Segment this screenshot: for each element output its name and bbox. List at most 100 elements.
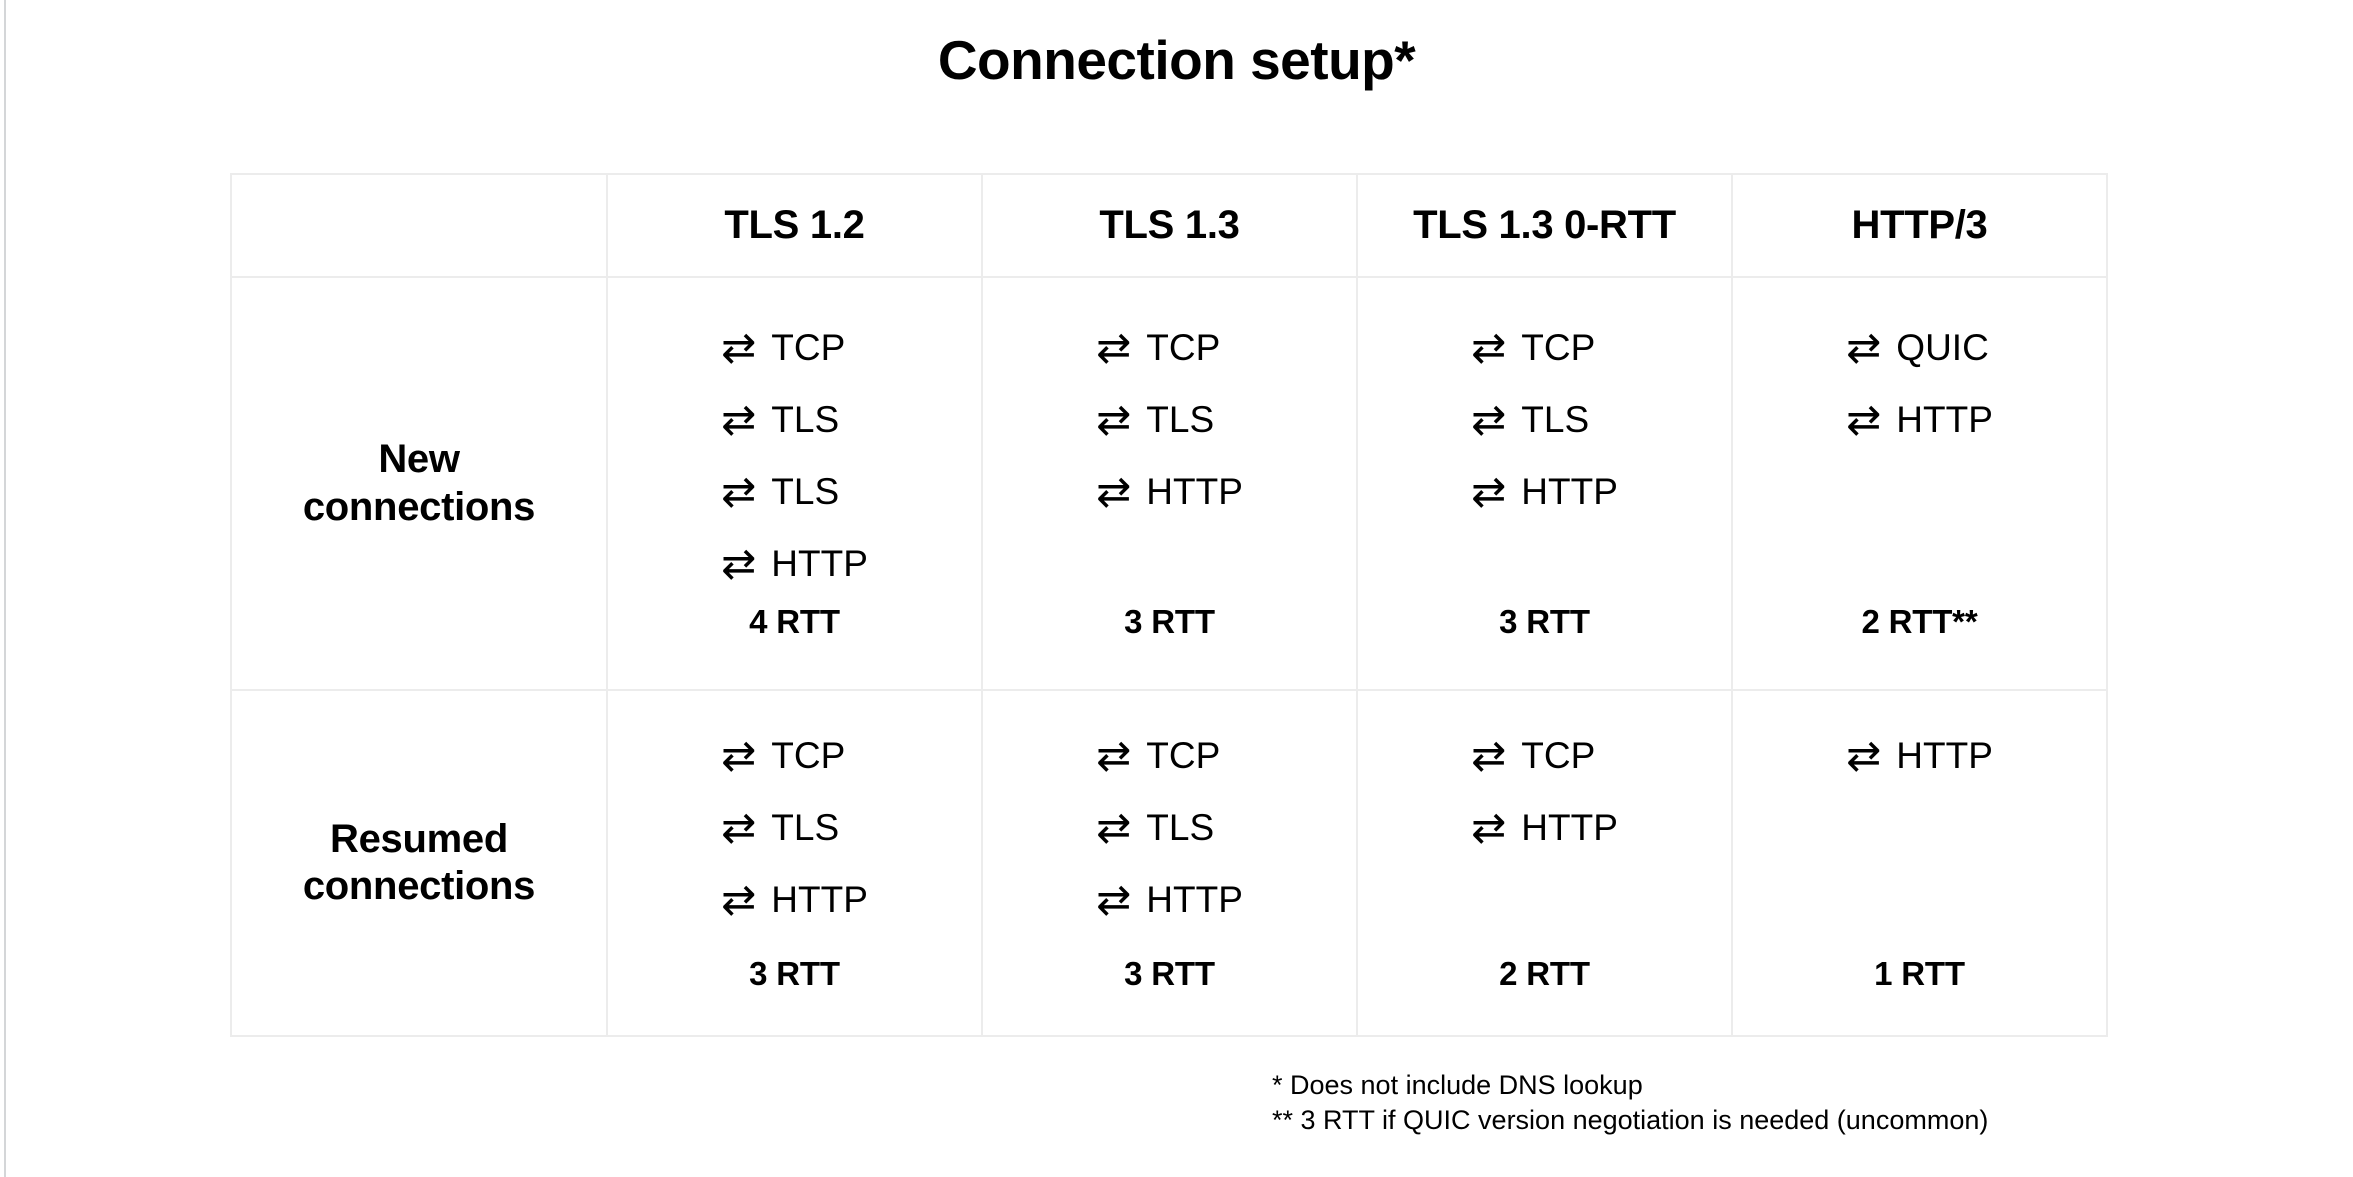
bidirectional-exchange-icon: ⇄: [721, 803, 757, 852]
rtt-total: 4 RTT: [749, 603, 840, 640]
protocol-label: HTTP: [1896, 735, 1993, 776]
connection-setup-table-container: TLS 1.2 TLS 1.3 TLS 1.3 0-RTT HTTP/3 New…: [230, 173, 2108, 1037]
cell-resumed-tls13: ⇄ TCP ⇄ TLS ⇄ HTTP 3: [981, 689, 1358, 1037]
protocol-label: HTTP: [1521, 807, 1618, 848]
rtt-total: 2 RTT**: [1861, 603, 1978, 640]
rtt-total: 2 RTT: [1499, 955, 1590, 992]
protocol-label: TLS: [771, 807, 840, 848]
row-label-line-1: New: [378, 437, 460, 482]
bidirectional-exchange-icon: ⇄: [1096, 395, 1132, 444]
rtt-total: 3 RTT: [1499, 603, 1590, 640]
protocol-label: HTTP: [1146, 879, 1243, 920]
row-label-line-2: connections: [302, 864, 536, 908]
protocol-step: ⇄ TLS: [1096, 792, 1214, 864]
protocol-step: ⇄ TCP: [1471, 312, 1595, 384]
protocol-step: ⇄ TLS: [1096, 384, 1214, 456]
cell-new-tls12: ⇄ TCP ⇄ TLS ⇄ TLS: [606, 276, 983, 691]
protocol-label: TLS: [771, 399, 840, 440]
column-header-tls12: TLS 1.2: [606, 173, 983, 278]
protocol-label: TCP: [1146, 735, 1221, 776]
footnote-single-asterisk: * Does not include DNS lookup: [1272, 1070, 1643, 1100]
row-label-new-connections: New connections: [230, 276, 608, 691]
protocol-step: ⇄ HTTP: [1471, 792, 1618, 864]
protocol-step: ⇄ TCP: [721, 720, 845, 792]
protocol-step: ⇄ TLS: [721, 792, 839, 864]
bidirectional-exchange-icon: ⇄: [1096, 467, 1132, 516]
protocol-step: ⇄ HTTP: [721, 528, 868, 600]
protocol-step: ⇄ HTTP: [1846, 384, 1993, 456]
protocol-label: QUIC: [1896, 327, 1989, 368]
protocol-step: ⇄ TLS: [721, 456, 839, 528]
bidirectional-exchange-icon: ⇄: [721, 731, 757, 780]
protocol-step: ⇄ TCP: [1096, 720, 1220, 792]
protocol-label: HTTP: [1896, 399, 1993, 440]
protocol-step: ⇄ HTTP: [1846, 720, 1993, 792]
protocol-step: ⇄ TLS: [721, 384, 839, 456]
bidirectional-exchange-icon: ⇄: [1096, 875, 1132, 924]
protocol-label: HTTP: [1146, 471, 1243, 512]
bidirectional-exchange-icon: ⇄: [1471, 731, 1507, 780]
protocol-label: TLS: [1146, 807, 1215, 848]
table-header-row: TLS 1.2 TLS 1.3 TLS 1.3 0-RTT HTTP/3: [230, 173, 2108, 278]
table-corner-cell: [230, 173, 608, 278]
bidirectional-exchange-icon: ⇄: [721, 323, 757, 372]
rtt-total: 1 RTT: [1874, 955, 1965, 992]
bidirectional-exchange-icon: ⇄: [1471, 323, 1507, 372]
protocol-step: ⇄ HTTP: [1096, 864, 1243, 936]
cell-resumed-tls12: ⇄ TCP ⇄ TLS ⇄ HTTP 3: [606, 689, 983, 1037]
protocol-step: ⇄ HTTP: [721, 864, 868, 936]
bidirectional-exchange-icon: ⇄: [1096, 803, 1132, 852]
connection-setup-table: TLS 1.2 TLS 1.3 TLS 1.3 0-RTT HTTP/3 New…: [230, 173, 2108, 1037]
protocol-step: ⇄ TCP: [1471, 720, 1595, 792]
protocol-step: ⇄ TCP: [721, 312, 845, 384]
protocol-label: TLS: [1146, 399, 1215, 440]
bidirectional-exchange-icon: ⇄: [721, 875, 757, 924]
bidirectional-exchange-icon: ⇄: [1846, 395, 1882, 444]
bidirectional-exchange-icon: ⇄: [1471, 467, 1507, 516]
protocol-label: HTTP: [1521, 471, 1618, 512]
rtt-total: 3 RTT: [1124, 603, 1215, 640]
protocol-step-list: ⇄ TCP ⇄ TLS ⇄ HTTP: [1471, 312, 1618, 528]
bidirectional-exchange-icon: ⇄: [1471, 395, 1507, 444]
protocol-step: ⇄ HTTP: [1471, 456, 1618, 528]
rtt-total: 3 RTT: [749, 955, 840, 992]
protocol-step: ⇄ HTTP: [1096, 456, 1243, 528]
cell-new-tls13: ⇄ TCP ⇄ TLS ⇄ HTTP 3: [981, 276, 1358, 691]
protocol-label: TLS: [771, 471, 840, 512]
row-label-line-1: Resumed: [330, 816, 508, 861]
protocol-step-list: ⇄ QUIC ⇄ HTTP: [1846, 312, 1993, 456]
bidirectional-exchange-icon: ⇄: [1471, 803, 1507, 852]
protocol-step-list: ⇄ TCP ⇄ TLS ⇄ HTTP: [1096, 312, 1243, 528]
protocol-step-list: ⇄ TCP ⇄ TLS ⇄ HTTP: [721, 720, 868, 936]
cell-new-tls13-0rtt: ⇄ TCP ⇄ TLS ⇄ HTTP 3: [1356, 276, 1733, 691]
bidirectional-exchange-icon: ⇄: [721, 395, 757, 444]
footnotes-block: * Does not include DNS lookup ** 3 RTT i…: [1272, 1068, 1988, 1137]
protocol-step: ⇄ QUIC: [1846, 312, 1989, 384]
bidirectional-exchange-icon: ⇄: [1096, 323, 1132, 372]
protocol-step-list: ⇄ TCP ⇄ TLS ⇄ TLS: [721, 312, 868, 600]
column-header-tls13: TLS 1.3: [981, 173, 1358, 278]
protocol-label: TCP: [1521, 327, 1596, 368]
protocol-step-list: ⇄ HTTP: [1846, 720, 1993, 792]
protocol-step-list: ⇄ TCP ⇄ HTTP: [1471, 720, 1618, 864]
protocol-label: HTTP: [771, 543, 868, 584]
protocol-step: ⇄ TLS: [1471, 384, 1589, 456]
footnote-double-asterisk: ** 3 RTT if QUIC version negotiation is …: [1272, 1104, 1989, 1135]
bidirectional-exchange-icon: ⇄: [1096, 731, 1132, 780]
protocol-step: ⇄ TCP: [1096, 312, 1220, 384]
protocol-label: TCP: [1146, 327, 1221, 368]
rtt-total: 3 RTT: [1124, 955, 1215, 992]
table-row-resumed-connections: Resumed connections ⇄ TCP ⇄ TLS: [230, 689, 2108, 1037]
protocol-label: TCP: [771, 735, 846, 776]
protocol-step-list: ⇄ TCP ⇄ TLS ⇄ HTTP: [1096, 720, 1243, 936]
protocol-label: TCP: [771, 327, 846, 368]
bidirectional-exchange-icon: ⇄: [721, 467, 757, 516]
row-label-line-2: connections: [302, 484, 536, 529]
page-title: Connection setup*: [937, 29, 1416, 91]
cell-resumed-http3: ⇄ HTTP 1 RTT: [1731, 689, 2108, 1037]
cell-resumed-tls13-0rtt: ⇄ TCP ⇄ HTTP 2 RTT: [1356, 689, 1733, 1037]
bidirectional-exchange-icon: ⇄: [1846, 731, 1882, 780]
protocol-label: TLS: [1521, 399, 1590, 440]
column-header-http3: HTTP/3: [1731, 173, 2108, 278]
column-header-tls13-0rtt: TLS 1.3 0-RTT: [1356, 173, 1733, 278]
